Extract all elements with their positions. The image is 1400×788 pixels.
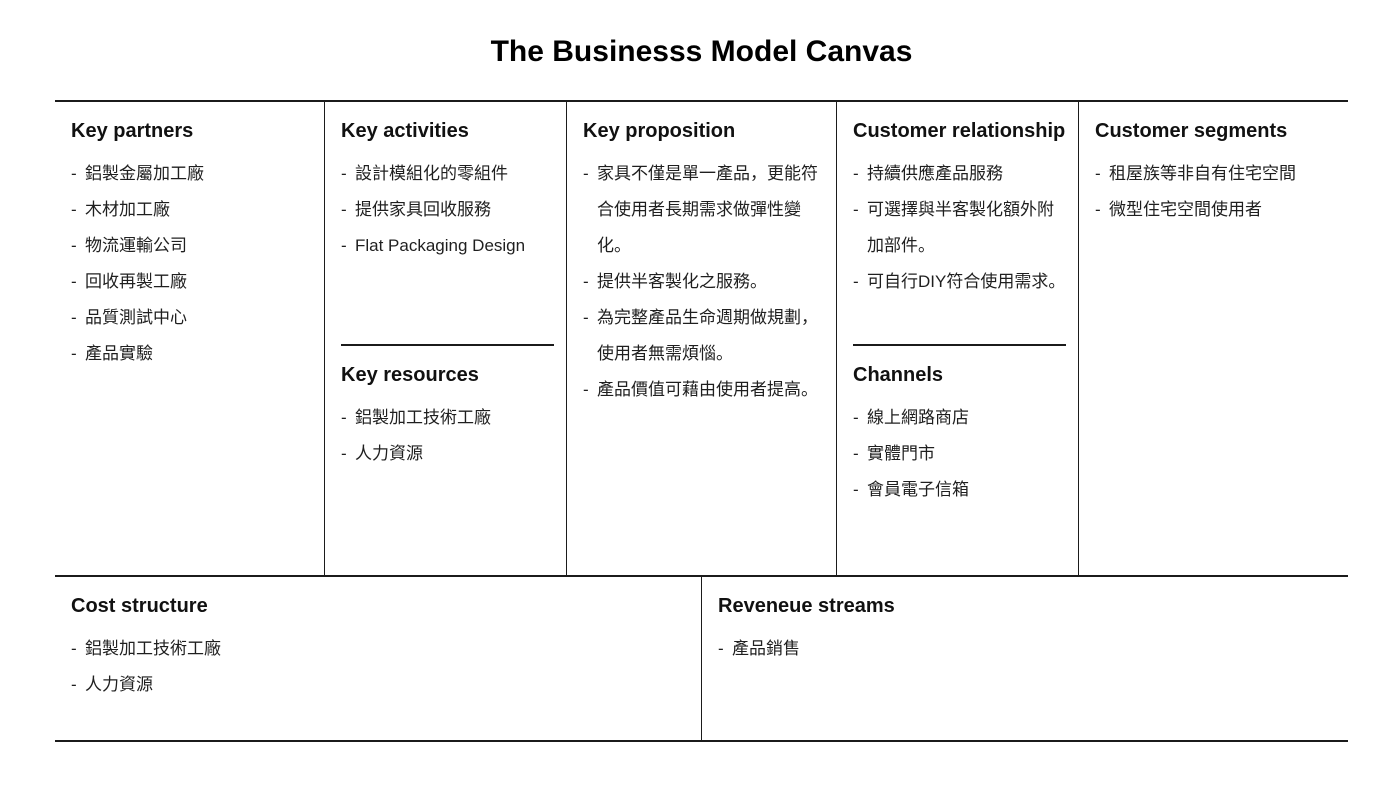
column-activities-resources: Key activities 設計模組化的零組件提供家具回收服務Flat Pac… [325, 102, 567, 575]
list-item: 回收再製工廠 [71, 264, 312, 300]
section-item-list: 租屋族等非自有住宅空間微型住宅空間使用者 [1095, 156, 1336, 228]
section-item-list: 鋁製加工技術工廠人力資源 [341, 400, 554, 472]
section-heading: Key proposition [583, 120, 736, 142]
list-item: 可選擇與半客製化額外附加部件。 [853, 192, 1066, 264]
list-item: 提供半客製化之服務。 [583, 264, 824, 300]
section-customer-segments: Customer segments 租屋族等非自有住宅空間微型住宅空間使用者 [1079, 102, 1348, 575]
list-item: 線上網路商店 [853, 400, 1066, 436]
list-item: 人力資源 [71, 667, 689, 703]
list-item: 產品銷售 [718, 631, 1336, 667]
section-divider [853, 344, 1066, 346]
section-key-partners: Key partners 鋁製金屬加工廠木材加工廠物流運輸公司回收再製工廠品質測… [55, 102, 325, 575]
section-key-resources: Key resources 鋁製加工技術工廠人力資源 [325, 346, 566, 472]
section-key-activities: Key activities 設計模組化的零組件提供家具回收服務Flat Pac… [325, 102, 566, 344]
section-heading: Key activities [341, 120, 469, 142]
section-divider [341, 344, 554, 346]
section-heading: Customer segments [1095, 120, 1288, 142]
section-key-proposition: Key proposition 家具不僅是單一產品，更能符合使用者長期需求做彈性… [567, 102, 837, 575]
list-item: 人力資源 [341, 436, 554, 472]
list-item: 微型住宅空間使用者 [1095, 192, 1336, 228]
list-item: 木材加工廠 [71, 192, 312, 228]
list-item: 鋁製加工技術工廠 [71, 631, 689, 667]
list-item: 持續供應產品服務 [853, 156, 1066, 192]
list-item: 產品實驗 [71, 336, 312, 372]
canvas-grid-top: Key partners 鋁製金屬加工廠木材加工廠物流運輸公司回收再製工廠品質測… [55, 100, 1348, 575]
list-item: 產品價值可藉由使用者提高。 [583, 372, 824, 408]
list-item: 會員電子信箱 [853, 472, 1066, 508]
list-item: 鋁製加工技術工廠 [341, 400, 554, 436]
list-item: 品質測試中心 [71, 300, 312, 336]
list-item: 物流運輸公司 [71, 228, 312, 264]
list-item: 家具不僅是單一產品，更能符合使用者長期需求做彈性變化。 [583, 156, 824, 264]
section-heading: Customer relationship [853, 120, 1066, 142]
section-heading: Key partners [71, 120, 194, 142]
canvas-grid-bottom: Cost structure 鋁製加工技術工廠人力資源 Reveneue str… [55, 575, 1348, 742]
section-heading: Channels [853, 364, 944, 386]
section-item-list: 設計模組化的零組件提供家具回收服務Flat Packaging Design [341, 156, 554, 264]
list-item: 提供家具回收服務 [341, 192, 554, 228]
section-item-list: 鋁製加工技術工廠人力資源 [71, 631, 689, 703]
section-channels: Channels 線上網路商店實體門市會員電子信箱 [837, 346, 1078, 508]
section-cost-structure: Cost structure 鋁製加工技術工廠人力資源 [55, 577, 702, 740]
list-item: 可自行DIY符合使用需求。 [853, 264, 1066, 300]
column-relationship-channels: Customer relationship 持續供應產品服務可選擇與半客製化額外… [837, 102, 1079, 575]
page-title: The Businesss Model Canvas [490, 35, 913, 68]
section-item-list: 產品銷售 [718, 631, 1336, 667]
list-item: 為完整產品生命週期做規劃，使用者無需煩惱。 [583, 300, 824, 372]
section-item-list: 鋁製金屬加工廠木材加工廠物流運輸公司回收再製工廠品質測試中心產品實驗 [71, 156, 312, 372]
section-heading: Reveneue streams [718, 595, 895, 617]
section-item-list: 家具不僅是單一產品，更能符合使用者長期需求做彈性變化。提供半客製化之服務。為完整… [583, 156, 824, 408]
list-item: 鋁製金屬加工廠 [71, 156, 312, 192]
list-item: 租屋族等非自有住宅空間 [1095, 156, 1336, 192]
list-item: Flat Packaging Design [341, 228, 554, 264]
section-revenue-streams: Reveneue streams 產品銷售 [702, 577, 1348, 740]
list-item: 設計模組化的零組件 [341, 156, 554, 192]
section-heading: Cost structure [71, 595, 208, 617]
section-heading: Key resources [341, 364, 479, 386]
list-item: 實體門市 [853, 436, 1066, 472]
section-customer-relationship: Customer relationship 持續供應產品服務可選擇與半客製化額外… [837, 102, 1078, 344]
section-item-list: 持續供應產品服務可選擇與半客製化額外附加部件。可自行DIY符合使用需求。 [853, 156, 1066, 300]
section-item-list: 線上網路商店實體門市會員電子信箱 [853, 400, 1066, 508]
